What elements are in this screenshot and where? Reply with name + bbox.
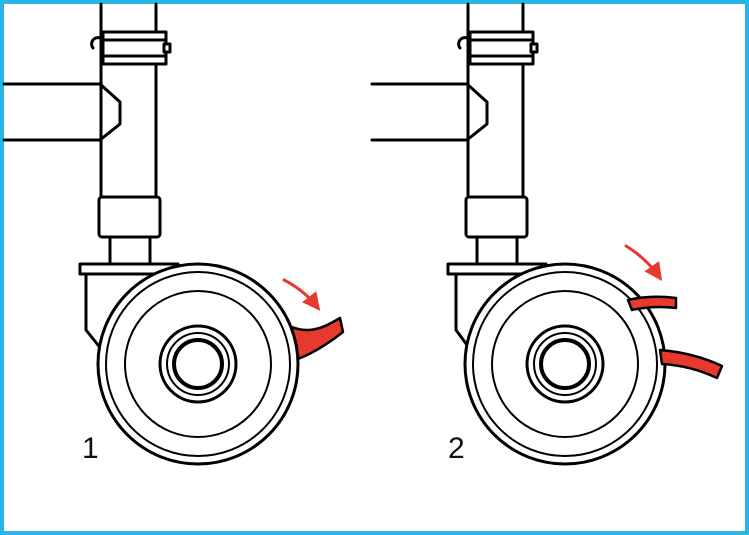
strap-upper (626, 295, 678, 312)
caster-wheel-icon (96, 262, 300, 466)
panel-2 (370, 2, 724, 466)
panel-1 (2, 2, 345, 466)
step-label-2: 2 (448, 432, 465, 465)
red-arrow-icon (624, 244, 663, 281)
caster-wheel-icon (463, 262, 667, 466)
red-arrow-icon (282, 278, 321, 311)
caster-post (2, 2, 180, 362)
step-label-1: 1 (82, 432, 99, 465)
strap-lower (658, 348, 724, 380)
